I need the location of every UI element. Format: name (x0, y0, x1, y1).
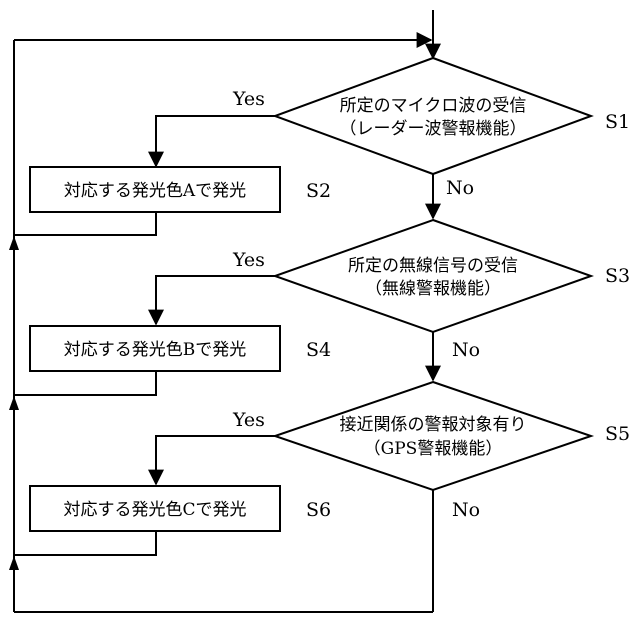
decision-diamond-s1 (275, 58, 591, 174)
yes-label-s1: Yes (232, 88, 265, 110)
decision-text-s3-line1: 所定の無線信号の受信 (348, 256, 518, 276)
yes-branch-s5 (156, 436, 275, 484)
no-label-s5: No (452, 499, 480, 521)
return-line-s4 (14, 371, 156, 395)
decision-text-s1-line1: 所定のマイクロ波の受信 (340, 96, 527, 116)
no-label-s3: No (452, 339, 480, 361)
yes-label-s5: Yes (232, 409, 265, 431)
loop-arrowhead-middle (9, 396, 19, 410)
yes-branch-s3 (156, 276, 275, 324)
loop-arrowhead-upper (9, 236, 19, 250)
decision-text-s3-line2: （無線警報機能） (365, 279, 501, 299)
step-label-s3: S3 (605, 265, 630, 287)
yes-label-s3: Yes (232, 249, 265, 271)
action-text-s2: 対応する発光色Aで発光 (64, 181, 246, 201)
action-text-s4: 対応する発光色Bで発光 (64, 340, 247, 360)
step-label-s1: S1 (605, 111, 630, 133)
step-label-s6: S6 (306, 499, 331, 521)
yes-branch-s1 (156, 116, 275, 166)
step-label-s2: S2 (306, 180, 331, 202)
no-label-s1: No (446, 177, 474, 199)
step-label-s4: S4 (306, 339, 331, 361)
decision-diamond-s5 (275, 382, 591, 490)
return-line-s6 (14, 531, 156, 555)
return-line-s2 (14, 212, 156, 235)
decision-text-s1-line2: （レーダー波警報機能） (340, 119, 527, 139)
action-text-s6: 対応する発光色Cで発光 (63, 500, 246, 520)
loop-arrowhead-lower (9, 556, 19, 570)
decision-text-s5-line2: （GPS警報機能） (364, 439, 503, 459)
decision-text-s5-line1: 接近関係の警報対象有り (340, 415, 527, 435)
decision-diamond-s3 (275, 220, 591, 332)
step-label-s5: S5 (605, 423, 630, 445)
